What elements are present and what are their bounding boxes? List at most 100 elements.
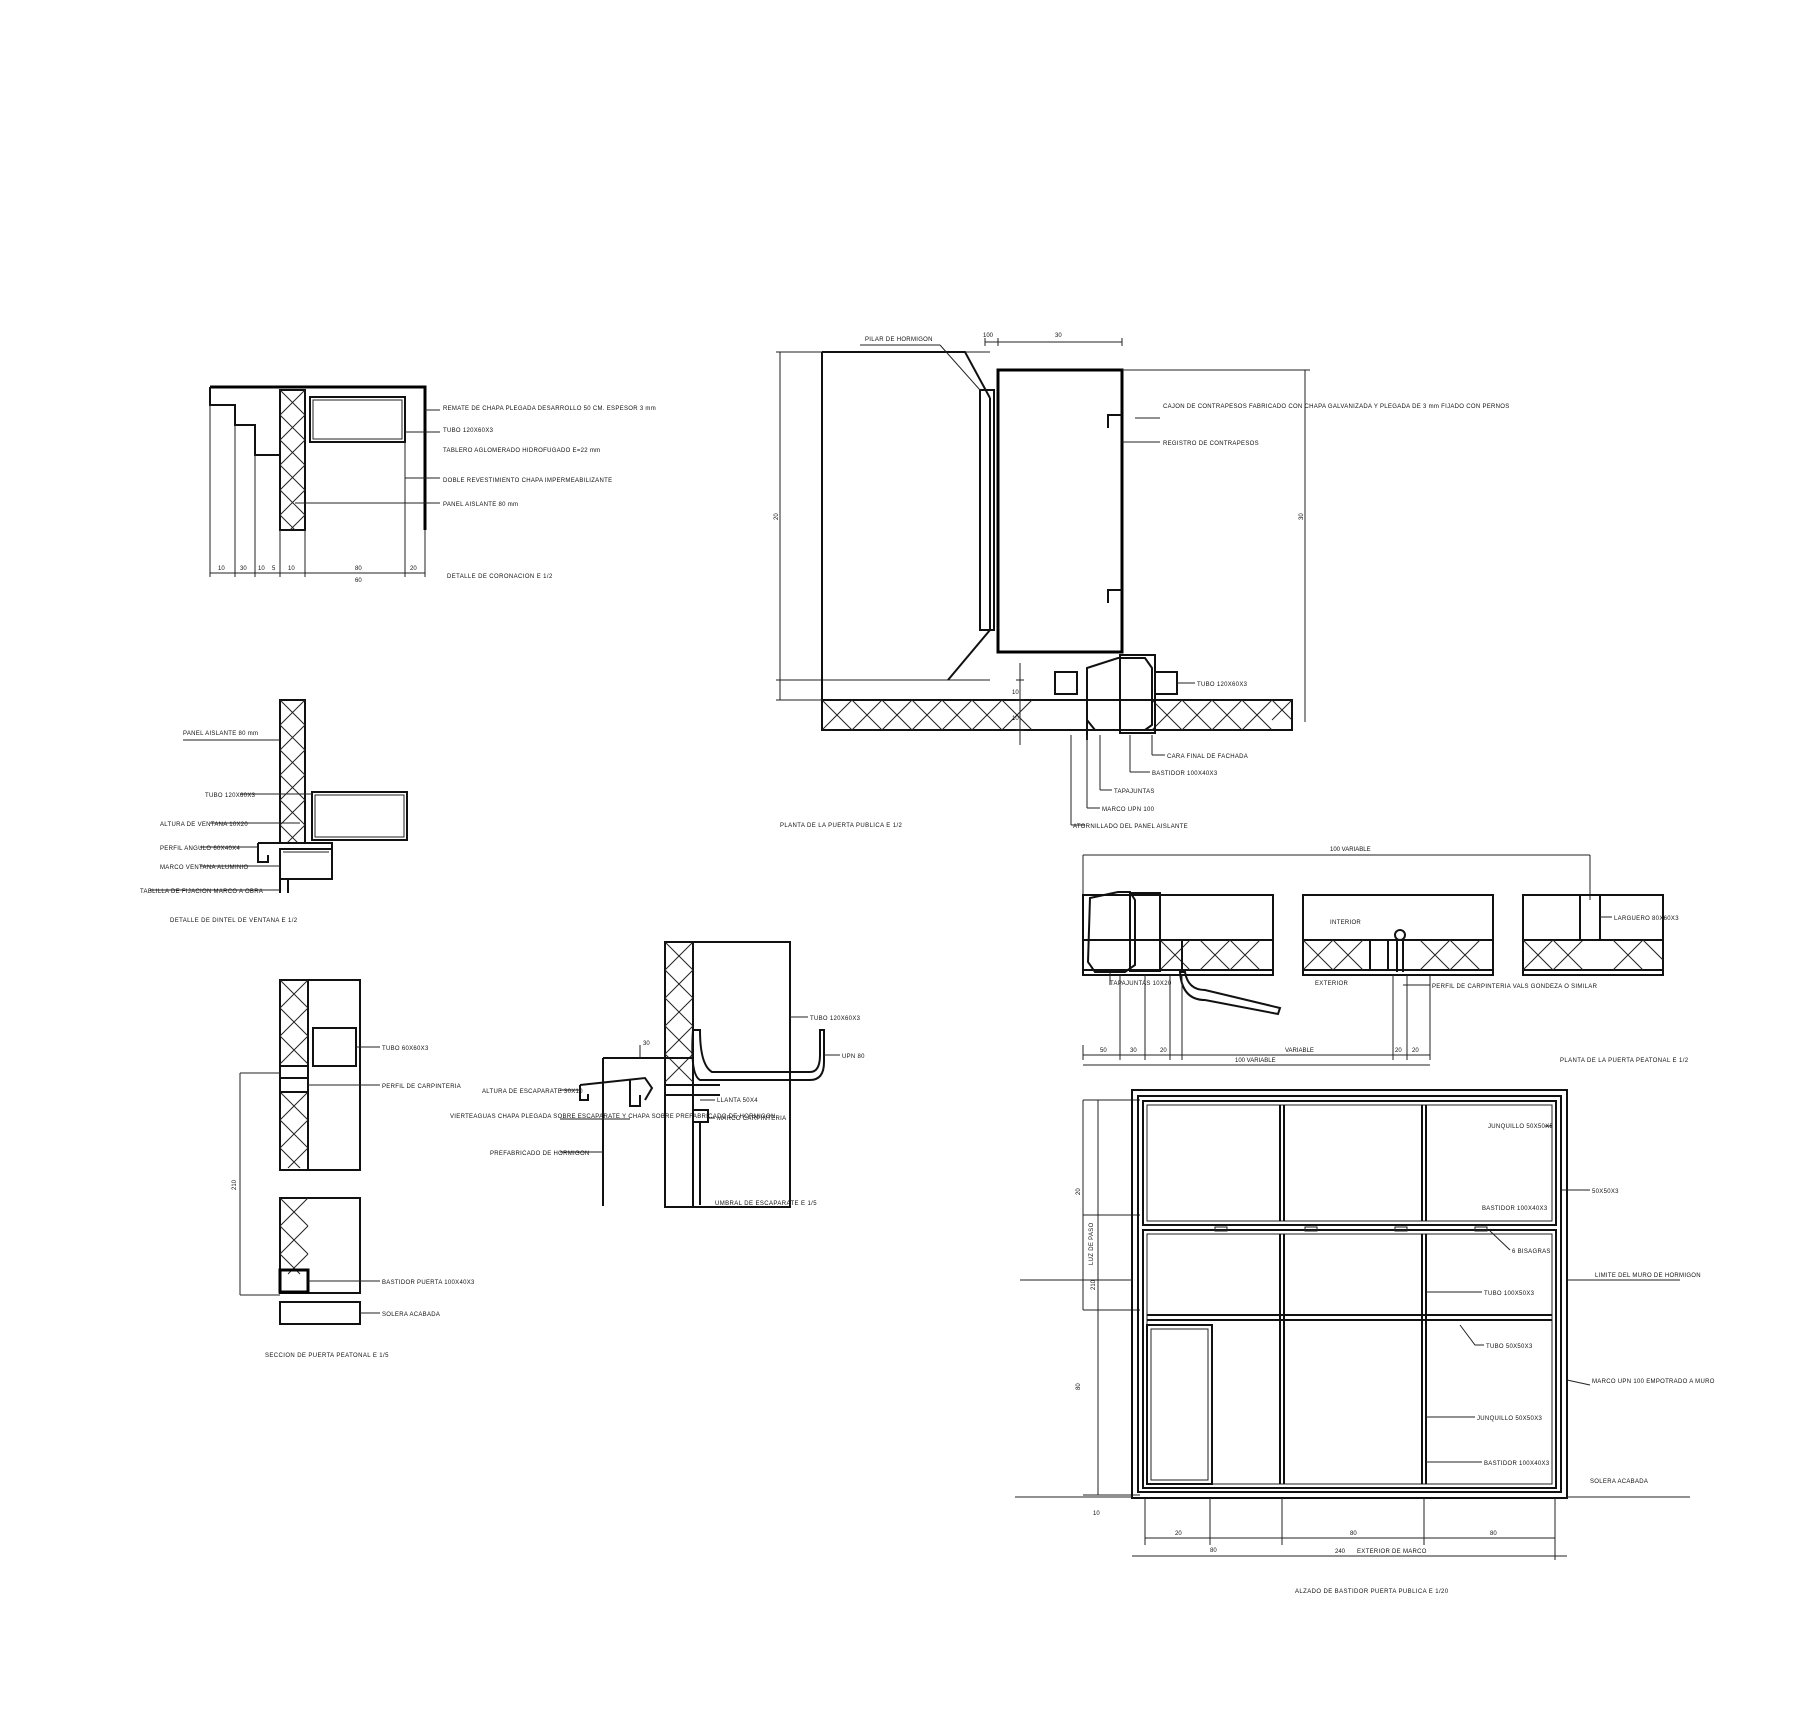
dintel-label-4: MARCO VENTANA ALUMINIO [160,865,249,871]
umbral-title: UMBRAL DE ESCAPARATE E 1/5 [715,1201,817,1207]
umbral-upn-profile [691,1029,825,1081]
umbral-label-4: LLANTA 50X4 [717,1098,758,1104]
publica-label-1: CAJON DE CONTRAPESOS FABRICADO CON CHAPA… [1163,404,1510,410]
seccion-wall-lower [279,1197,361,1294]
corona-dim-2: 10 [258,566,265,572]
alzado-dim-0: 20 [1076,1188,1082,1195]
umbral-label-5: MARCO CARPINTERIA [717,1116,786,1122]
planta-publica: 100 30 30 20 10 10 [774,333,1510,830]
alzado-dim-1: 80 [1076,1383,1082,1390]
alzado-label-1: 50X50X3 [1592,1189,1619,1195]
publica-label-7: MARCO UPN 100 [1102,807,1155,813]
publica-upn-frame [1086,657,1153,731]
peatonal-label-3: PERFIL DE CARPINTERIA VALS GONDEZA O SIM… [1432,984,1598,990]
seccion-detail: 210 TUBO 60X60X3 PERFIL DE CARPINTERIA B… [232,979,475,1359]
publica-title: PLANTA DE LA PUERTA PUBLICA E 1/2 [780,823,903,829]
dintel-label-5: TABLILLA DE FIJACION MARCO A OBRA [140,889,263,895]
seccion-label-1: PERFIL DE CARPINTERIA [382,1084,461,1090]
peatonal-dim-7: 100 VARIABLE [1235,1058,1276,1064]
dintel-label-1: TUBO 120X60X3 [205,793,256,799]
alzado-outer-frame [1131,1089,1568,1499]
alzado-label-9: BASTIDOR 100X40X3 [1484,1461,1550,1467]
alzado-label-12: EXTERIOR DE MARCO [1357,1549,1427,1555]
publica-dim-3: 20 [774,513,780,520]
alzado-dim-5: 80 [1210,1548,1217,1554]
corona-dim-3: 5 [272,566,276,572]
publica-dim-0: 100 [983,333,994,339]
umbral-label-6: PREFABRICADO DE HORMIGON [490,1151,590,1157]
alzado-upper-panel [1142,1100,1557,1226]
corona-dim-6: 20 [410,566,417,572]
publica-label-4: CARA FINAL DE FACHADA [1167,754,1248,760]
umbral-label-1: UPN 80 [842,1054,865,1060]
alzado-dim-8: 240 [1335,1549,1346,1555]
dintel-detail: PANEL AISLANTE 80 mm TUBO 120X60X3 ALTUR… [140,699,408,924]
peatonal-label-0: INTERIOR [1330,920,1361,926]
publica-dim-5: 10 [1012,716,1019,722]
corona-dim-1: 30 [240,566,247,572]
publica-label-2: REGISTRO DE CONTRAPESOS [1163,441,1259,447]
dintel-label-0: PANEL AISLANTE 80 mm [183,731,258,737]
alzado-label-0: JUNQUILLO 50X50X5 [1488,1124,1553,1130]
seccion-door-frame [278,1268,310,1294]
peatonal-dim-0: 100 VARIABLE [1330,847,1371,853]
publica-label-0: PILAR DE HORMIGON [865,337,933,343]
alzado-label-5: TUBO 100X50X3 [1484,1291,1535,1297]
seccion-label-0: TUBO 60X60X3 [382,1046,429,1052]
publica-label-6: TAPAJUNTAS [1114,789,1155,795]
publica-label-5: BASTIDOR 100X40X3 [1152,771,1218,777]
peatonal-dim-3: 30 [1130,1048,1137,1054]
peatonal-title: PLANTA DE LA PUERTA PEATONAL E 1/2 [1560,1058,1689,1064]
alzado-label-6: TUBO 50X50X3 [1486,1344,1533,1350]
alzado-label-4: LIMITE DEL MURO DE HORMIGON [1595,1273,1701,1279]
corona-dim-4: 10 [288,566,295,572]
corona-label-4: PANEL AISLANTE 80 mm [443,502,518,508]
corona-dim-7: 60 [355,578,362,584]
dintel-label-2: ALTURA DE VENTANA 10X20 [160,822,248,828]
alzado-dim-6: 80 [1350,1531,1357,1537]
corona-tube [309,396,406,443]
alzado-label-2: BASTIDOR 100X40X3 [1482,1206,1548,1212]
umbral-label-0: TUBO 120X60X3 [810,1016,861,1022]
peatonal-label-2: TAPAJUNTAS 10X20 [1110,981,1172,987]
seccion-floor-slab [279,1301,361,1325]
peatonal-dim-5: 20 [1395,1048,1402,1054]
alzado-title: ALZADO DE BASTIDOR PUERTA PUBLICA E 1/20 [1295,1589,1449,1595]
publica-label-3: TUBO 120X60X3 [1197,682,1248,688]
seccion-tube [312,1027,357,1067]
publica-label-8: ATORNILLADO DEL PANEL AISLANTE [1073,824,1188,830]
publica-dim-4: 10 [1012,690,1019,696]
alzado-label-7: MARCO UPN 100 EMPOTRADO A MURO [1592,1379,1715,1385]
alzado-dim-2: 210 [1091,1279,1097,1290]
alzado-label-10: SOLERA ACABADA [1590,1479,1648,1485]
alzado-lower-panel [1142,1229,1557,1489]
corona-dim-0: 10 [218,566,225,572]
seccion-wall-upper [279,979,361,1171]
corona-label-0: REMATE DE CHAPA PLEGADA DESARROLLO 50 CM… [443,406,656,412]
dintel-title: DETALLE DE DINTEL DE VENTANA E 1/2 [170,918,298,924]
alzado-dim-7: 80 [1490,1531,1497,1537]
alzado-dim-4: 20 [1175,1531,1182,1537]
peatonal-dim-4: 20 [1160,1048,1167,1054]
corona-label-1: TUBO 120X60X3 [443,428,494,434]
peatonal-dim-1: VARIABLE [1285,1048,1314,1054]
alzado-dim-3: 10 [1093,1511,1100,1517]
alzado-label-8: JUNQUILLO 50X50X3 [1477,1416,1542,1422]
seccion-label-3: SOLERA ACABADA [382,1312,440,1318]
dintel-label-3: PERFIL ANGULO 60X40X4 [160,846,240,852]
corona-insulation-panel [279,389,306,531]
umbral-insulation [664,941,694,1208]
counterweight-box [996,368,1124,654]
publica-dim-1: 30 [1055,333,1062,339]
umbral-detail: 30 TUBO 120X60X3 UPN 80 ALTURA DE ESCAPA… [450,941,865,1208]
alzado-label-3: 6 BISAGRAS [1512,1249,1551,1255]
dintel-tube [311,791,408,841]
alzado-label-11: LUZ DE PASO [1089,1222,1095,1265]
peatonal-panel-3 [1522,939,1664,971]
seccion-label-2: BASTIDOR PUERTA 100X40X3 [382,1280,475,1286]
peatonal-label-1: EXTERIOR [1315,981,1348,987]
seccion-title: SECCION DE PUERTA PEATONAL E 1/5 [265,1353,389,1359]
peatonal-label-4: LARGUERO 80X60X3 [1614,916,1679,922]
peatonal-dim-2: 50 [1100,1048,1107,1054]
